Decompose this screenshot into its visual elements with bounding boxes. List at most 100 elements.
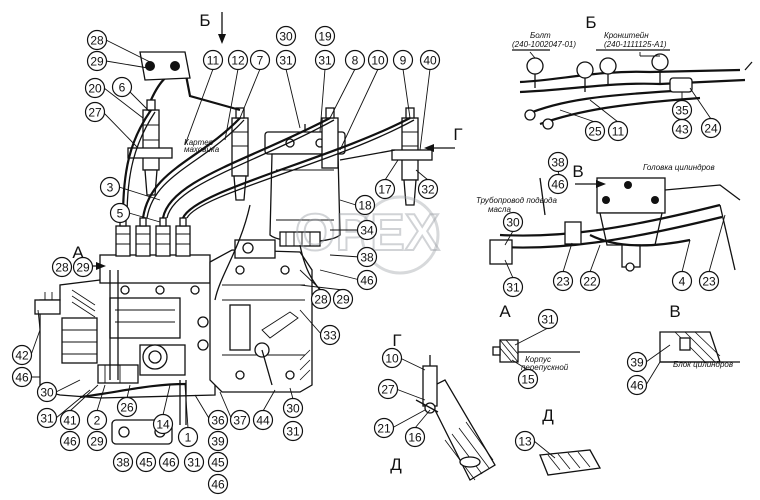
fuel-pump-body: [34, 254, 216, 399]
part-callout: 30: [36, 381, 58, 403]
part-callout: 8: [344, 49, 366, 71]
view-label: В: [572, 162, 583, 181]
part-callout-number: 19: [318, 30, 332, 44]
part-callout: 46: [626, 374, 648, 396]
view-label: Б: [585, 13, 596, 32]
detail-view-v-bracket: [489, 177, 741, 272]
part-callout-number: 12: [231, 54, 245, 68]
part-callout: 27: [377, 378, 399, 400]
part-callout: 20: [84, 77, 106, 99]
part-callout-number: 39: [211, 435, 225, 449]
part-callout-number: 29: [76, 261, 90, 275]
part-callout: 16: [404, 426, 426, 448]
part-callout-number: 16: [408, 431, 422, 445]
part-callout: 46: [59, 430, 81, 452]
view-label: Б: [199, 11, 210, 30]
part-callout-number: 32: [421, 183, 435, 197]
part-callout: 46: [207, 473, 229, 495]
part-callout-number: 31: [279, 54, 293, 68]
part-callout: 17: [374, 178, 396, 200]
part-callout: 38: [112, 451, 134, 473]
part-callout: 11: [202, 49, 224, 71]
part-callout: 46: [158, 451, 180, 473]
caption-text: перепускной: [521, 363, 569, 372]
part-callout-number: 24: [704, 122, 718, 136]
part-callout: 29: [72, 256, 94, 278]
part-callout: 24: [700, 117, 722, 139]
part-callout-number: 4: [679, 275, 686, 289]
line-clamp-top: [139, 51, 191, 81]
part-callout-number: 30: [40, 386, 54, 400]
caption-text: Блок цилиндров: [673, 360, 733, 369]
part-callout-number: 38: [360, 251, 374, 265]
caption-text: Трубопровод подвода: [476, 196, 557, 205]
part-callout-number: 38: [551, 156, 565, 170]
part-callout: 46: [11, 366, 33, 388]
part-callout: 14: [152, 413, 174, 435]
caption-text: Головка цилиндров: [643, 163, 715, 172]
part-callout-number: 43: [675, 123, 689, 137]
view-label: Д: [542, 406, 554, 425]
part-callout: 18: [354, 194, 376, 216]
part-callout-number: 42: [15, 349, 29, 363]
part-callout: 26: [116, 396, 138, 418]
part-callout: 31: [183, 451, 205, 473]
part-callout-number: 11: [207, 54, 220, 68]
part-callout-number: 46: [63, 435, 77, 449]
governor-housing: [209, 239, 313, 393]
part-callout: 15: [517, 368, 539, 390]
view-label: Г: [453, 125, 462, 144]
detail-view-v-small: [659, 331, 740, 363]
part-callout-number: 31: [286, 425, 300, 439]
part-callout-number: 5: [117, 207, 124, 221]
part-callout-number: 29: [336, 293, 350, 307]
part-callout: 6: [111, 76, 133, 98]
part-callout: 38: [356, 246, 378, 268]
part-callout-number: 40: [423, 54, 437, 68]
part-callout: 31: [36, 407, 58, 429]
part-callout-number: 46: [211, 478, 225, 492]
caption-text: Картер: [184, 138, 214, 147]
part-callout-number: 7: [257, 54, 264, 68]
part-callout-number: 11: [612, 125, 625, 139]
part-callout: 31: [275, 49, 297, 71]
part-callout: 34: [356, 219, 378, 241]
part-callout: 43: [671, 118, 693, 140]
part-callout: 46: [356, 269, 378, 291]
part-callout-number: 44: [256, 414, 270, 428]
caption-text: маховика: [184, 145, 220, 154]
part-callout: 25: [584, 120, 606, 142]
part-callout-number: 17: [378, 183, 392, 197]
part-callout-number: 9: [400, 54, 407, 68]
detail-view-b-top: [512, 49, 753, 130]
part-callout: 40: [419, 49, 441, 71]
part-callout: 4: [671, 270, 693, 292]
part-callout-number: 27: [88, 106, 102, 120]
part-callout-number: 46: [360, 274, 374, 288]
part-callout: 3: [99, 176, 121, 198]
caption-text: Болт: [530, 31, 551, 40]
part-callout-number: 35: [675, 104, 689, 118]
part-callout: 30: [275, 25, 297, 47]
part-callout-number: 23: [702, 275, 716, 289]
part-callout-number: 29: [90, 55, 104, 69]
part-callout: 33: [319, 324, 341, 346]
part-callout-number: 36: [211, 414, 225, 428]
part-callout: 29: [86, 430, 108, 452]
view-label: Г: [392, 331, 401, 350]
pump-outlet-fittings: [115, 217, 191, 257]
part-callout: 46: [547, 173, 569, 195]
part-callout: 1: [177, 426, 199, 448]
part-callout: 42: [11, 344, 33, 366]
part-callout: 2: [86, 409, 108, 431]
part-callout-number: 28: [90, 34, 104, 48]
detail-view-a: [492, 339, 580, 363]
part-callout: 35: [671, 99, 693, 121]
part-callout: 36: [207, 409, 229, 431]
view-label: Д: [390, 455, 402, 474]
part-callout-number: 3: [107, 181, 114, 195]
part-callout-number: 31: [318, 54, 332, 68]
part-callout-number: 21: [377, 422, 391, 436]
